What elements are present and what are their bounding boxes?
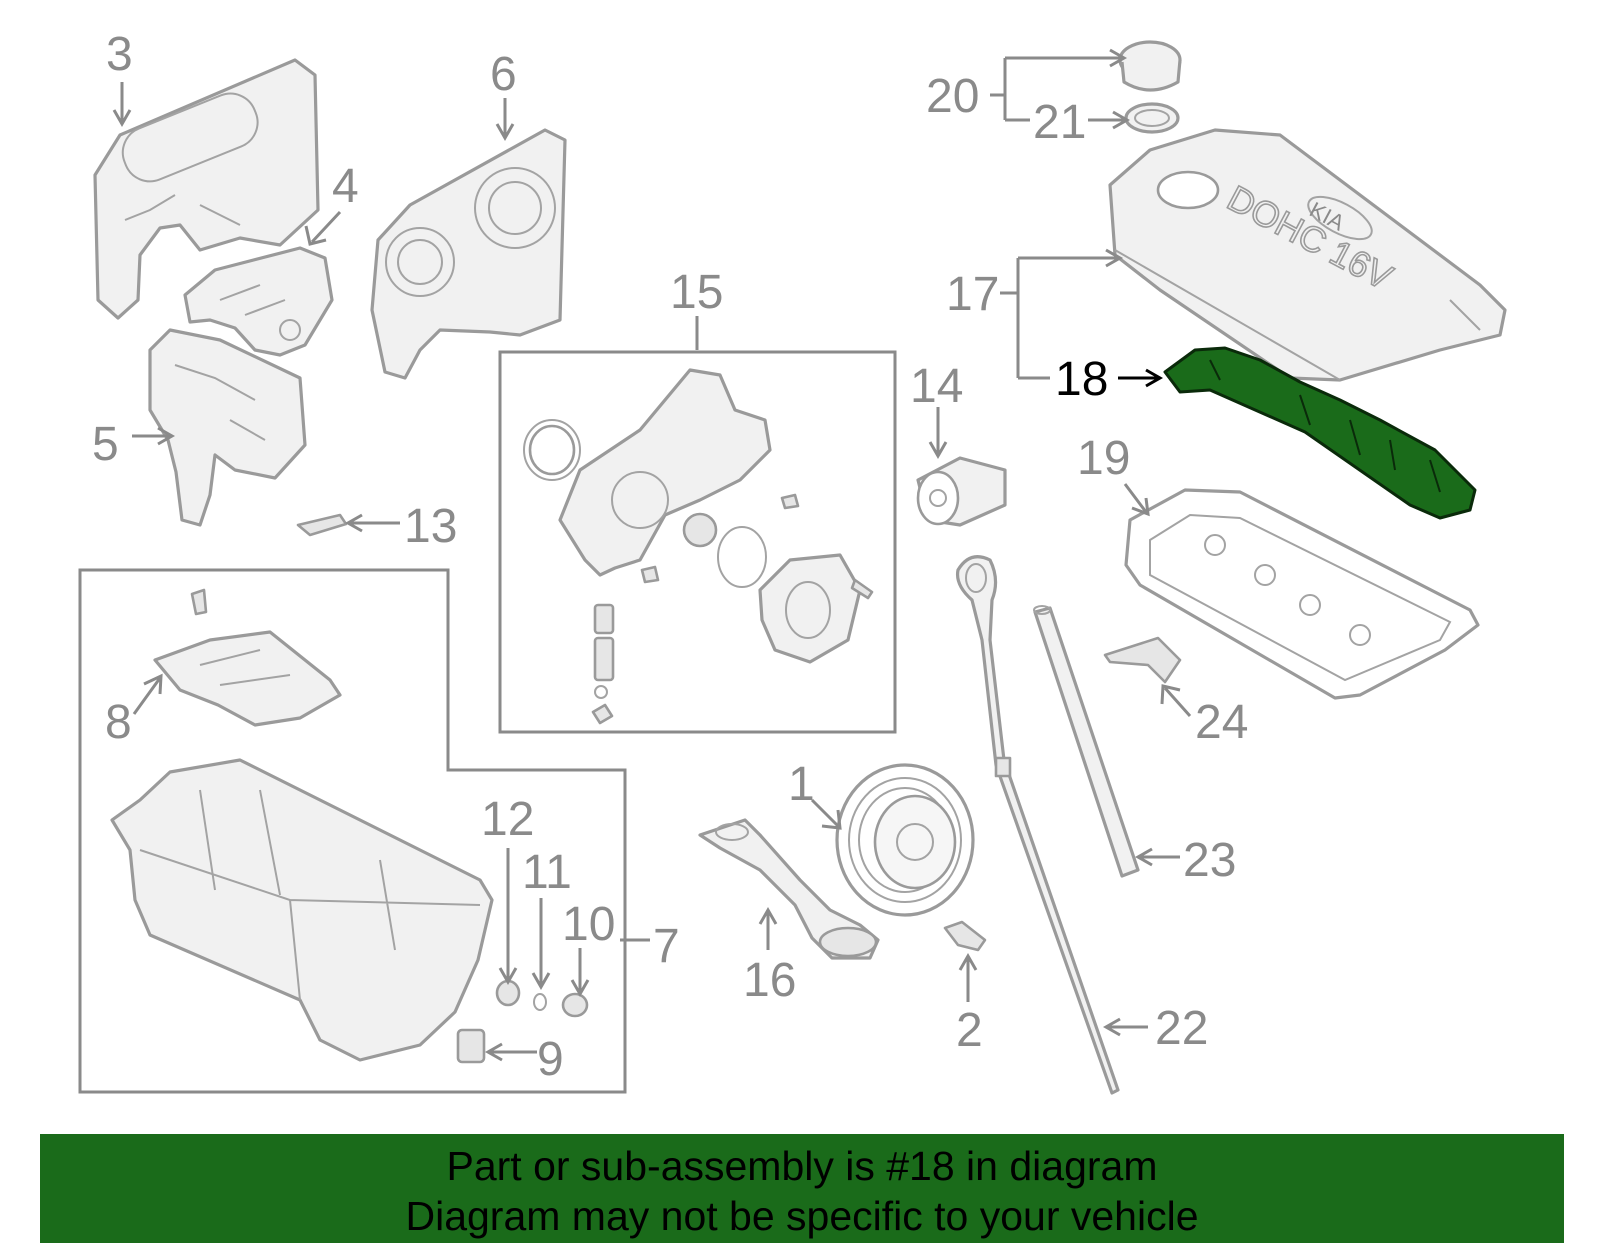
part-11-gasket	[533, 993, 547, 1011]
part-20-filler-cap	[1118, 40, 1182, 92]
part-15-group-box	[498, 350, 897, 734]
callout-7: 7	[653, 920, 680, 973]
part-6-timing-cover	[370, 128, 567, 380]
callout-23: 23	[1183, 834, 1236, 887]
callout-10: 10	[562, 898, 615, 951]
callout-1: 1	[788, 758, 815, 811]
callout-5: 5	[92, 418, 119, 471]
part-9-cap	[456, 1028, 486, 1064]
part-23-dipstick-tube	[1033, 605, 1140, 878]
part-16-oil-strainer	[698, 818, 880, 960]
part-21-cap-seal	[1124, 102, 1180, 134]
callout-22: 22	[1155, 1002, 1208, 1055]
part-18-baffle-plate-highlighted	[1163, 346, 1477, 520]
callout-8: 8	[105, 696, 132, 749]
part-5-timing-cover-lower	[148, 328, 307, 527]
part-7-group-box	[78, 568, 627, 1094]
banner-line-2: Diagram may not be specific to your vehi…	[405, 1193, 1199, 1239]
part-22-oil-dipstick	[955, 555, 1120, 1095]
part-2-bolt	[943, 920, 987, 952]
leader-lines	[112, 48, 1192, 1062]
callout-12: 12	[481, 793, 534, 846]
part-13-clip	[296, 513, 348, 537]
callout-19: 19	[1077, 432, 1130, 485]
part-15-oil-pump	[523, 368, 874, 725]
callout-6: 6	[490, 48, 517, 101]
callout-11: 11	[522, 846, 572, 899]
part-3-timing-cover-upper	[93, 58, 320, 320]
part-19-cover-gasket	[1124, 488, 1480, 700]
part-7-oil-pan	[110, 758, 494, 1062]
callout-4: 4	[332, 160, 359, 213]
part-17-cylinder-head-cover: KIA DOHC 16V	[1108, 128, 1507, 382]
callout-15: 15	[670, 266, 723, 319]
callout-17: 17	[946, 268, 999, 321]
callout-9: 9	[537, 1033, 564, 1086]
callout-20: 20	[926, 70, 979, 123]
callout-14: 14	[910, 360, 963, 413]
part-14-oil-filter	[916, 456, 1007, 527]
callout-13: 13	[404, 500, 457, 553]
callout-3: 3	[106, 28, 133, 81]
info-banner: Part or sub-assembly is #18 in diagram D…	[40, 1134, 1564, 1243]
callout-18: 18	[1055, 353, 1108, 406]
callout-24: 24	[1195, 696, 1248, 749]
part-8-baffle	[153, 588, 342, 727]
part-10-plug	[561, 992, 589, 1018]
banner-line-1: Part or sub-assembly is #18 in diagram	[446, 1143, 1158, 1189]
callout-16: 16	[743, 954, 796, 1007]
part-4-timing-cover-middle	[183, 246, 334, 357]
callouts: 3 6 4 5 13 15 14 20 21 17 18 19 24 8 12 …	[92, 28, 1248, 1086]
callout-21: 21	[1033, 96, 1086, 149]
callout-2: 2	[956, 1004, 983, 1057]
leader-line-18	[1118, 368, 1164, 388]
part-1-crank-pulley	[835, 763, 975, 917]
part-24-bracket	[1103, 636, 1182, 684]
